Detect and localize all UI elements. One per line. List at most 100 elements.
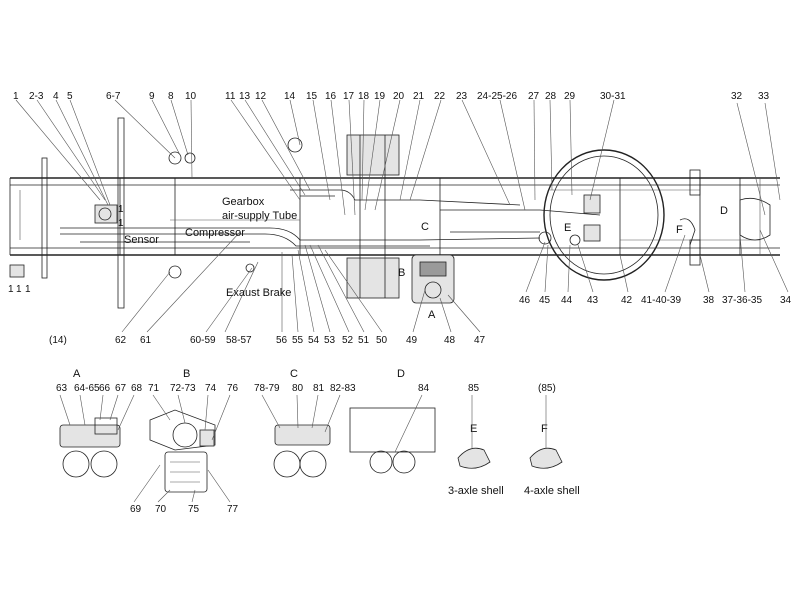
- callout-62: 62: [115, 335, 127, 346]
- callout-34: 34: [780, 295, 792, 306]
- callout-1: 1: [13, 91, 19, 102]
- callout-5: 5: [67, 91, 73, 102]
- mark-1-d: 1: [16, 284, 22, 295]
- callout-8: 8: [168, 91, 174, 102]
- detail-A-title: A: [73, 368, 81, 380]
- callout-70: 70: [155, 504, 167, 515]
- caption-4-axle-shell: 4-axle shell: [524, 485, 580, 497]
- detail-E: 85 E 3-axle shell: [448, 383, 504, 497]
- callout-53: 53: [324, 335, 336, 346]
- callout-45: 45: [539, 295, 551, 306]
- callout-20: 20: [393, 91, 405, 102]
- callout-43: 43: [587, 295, 599, 306]
- callout-16: 16: [325, 91, 337, 102]
- callout-49: 49: [406, 335, 418, 346]
- callout-77: 77: [227, 504, 239, 515]
- callout-17: 17: [343, 91, 355, 102]
- callout-10: 10: [185, 91, 197, 102]
- callout-46: 46: [519, 295, 531, 306]
- label-gearbox: Gearbox: [222, 196, 265, 208]
- letter-B-main: B: [398, 267, 405, 279]
- callout-41-40-39: 41-40-39: [641, 295, 681, 306]
- label-exhaust-brake: Exaust Brake: [226, 287, 291, 299]
- detail-C: C 78-79 80 81 82-83: [254, 368, 356, 478]
- callout-28: 28: [545, 91, 557, 102]
- detail-E-title: E: [470, 423, 477, 435]
- letter-E-main: E: [564, 222, 571, 234]
- callout-38: 38: [703, 295, 715, 306]
- callout-66: 66: [99, 383, 111, 394]
- small-one-marks: 1 1 1 1 1: [8, 204, 124, 295]
- chassis-frame: [9, 99, 789, 333]
- letter-F-main: F: [676, 224, 683, 236]
- callout-15: 15: [306, 91, 318, 102]
- bottom-callouts: 62 61 60-59 58-57 56 55 54 53 52 51 50 4…: [49, 295, 792, 346]
- callout-80: 80: [292, 383, 304, 394]
- callout-30-31: 30-31: [600, 91, 626, 102]
- callout-18: 18: [358, 91, 370, 102]
- label-sensor: Sensor: [124, 234, 159, 246]
- callout-2-3: 2-3: [29, 91, 44, 102]
- callout-60-59: 60-59: [190, 335, 216, 346]
- top-callouts: 1 2-3 4 5 6-7 9 8 10 11 13 12 14 15 16 1…: [13, 91, 770, 102]
- callout-84: 84: [418, 383, 430, 394]
- callout-85: 85: [468, 383, 480, 394]
- callout-47: 47: [474, 335, 486, 346]
- letter-A-main: A: [428, 309, 436, 321]
- callout-9: 9: [149, 91, 155, 102]
- callout-63: 63: [56, 383, 68, 394]
- callout-58-57: 58-57: [226, 335, 252, 346]
- callout-4: 4: [53, 91, 59, 102]
- mark-1-a: 1: [118, 204, 124, 215]
- callout-54: 54: [308, 335, 320, 346]
- detail-D: D 84: [349, 368, 436, 474]
- callout-paren-14: (14): [49, 335, 67, 346]
- callout-55: 55: [292, 335, 304, 346]
- callout-13: 13: [239, 91, 251, 102]
- callout-29: 29: [564, 91, 576, 102]
- callout-52: 52: [342, 335, 354, 346]
- callout-69: 69: [130, 504, 142, 515]
- callout-14: 14: [284, 91, 296, 102]
- callout-32: 32: [731, 91, 743, 102]
- callout-74: 74: [205, 383, 217, 394]
- component-labels: Gearbox air-supply Tube Sensor Compresso…: [124, 196, 728, 321]
- callout-19: 19: [374, 91, 386, 102]
- detail-B-title: B: [183, 368, 190, 380]
- mark-1-b: 1: [118, 218, 124, 229]
- callout-44: 44: [561, 295, 573, 306]
- callout-72-73: 72-73: [170, 383, 196, 394]
- callout-81: 81: [313, 383, 325, 394]
- detail-F-title: F: [541, 423, 548, 435]
- callout-6-7: 6-7: [106, 91, 121, 102]
- callout-76: 76: [227, 383, 239, 394]
- callout-61: 61: [140, 335, 152, 346]
- label-air-supply-tube: air-supply Tube: [222, 210, 297, 222]
- callout-50: 50: [376, 335, 388, 346]
- detail-C-title: C: [290, 368, 298, 380]
- callout-22: 22: [434, 91, 446, 102]
- callout-27: 27: [528, 91, 540, 102]
- callout-21: 21: [413, 91, 425, 102]
- callout-51: 51: [358, 335, 370, 346]
- callout-67: 67: [115, 383, 127, 394]
- letter-C-main: C: [421, 221, 429, 233]
- callout-paren-85: (85): [538, 383, 556, 394]
- mark-1-e: 1: [25, 284, 31, 295]
- callout-75: 75: [188, 504, 200, 515]
- detail-B: B 71 72-73 74 76 69 70 75 77: [130, 368, 239, 515]
- callout-42: 42: [621, 295, 633, 306]
- detail-F: (85) F 4-axle shell: [524, 383, 580, 497]
- callout-33: 33: [758, 91, 770, 102]
- callout-48: 48: [444, 335, 456, 346]
- callout-71: 71: [148, 383, 160, 394]
- callout-12: 12: [255, 91, 267, 102]
- letter-D-main: D: [720, 205, 728, 217]
- caption-3-axle-shell: 3-axle shell: [448, 485, 504, 497]
- callout-24-25-26: 24-25-26: [477, 91, 517, 102]
- callout-82-83: 82-83: [330, 383, 356, 394]
- callout-68: 68: [131, 383, 143, 394]
- detail-A: A 63 64-65 66 67 68: [56, 368, 143, 478]
- label-compressor: Compressor: [185, 227, 245, 239]
